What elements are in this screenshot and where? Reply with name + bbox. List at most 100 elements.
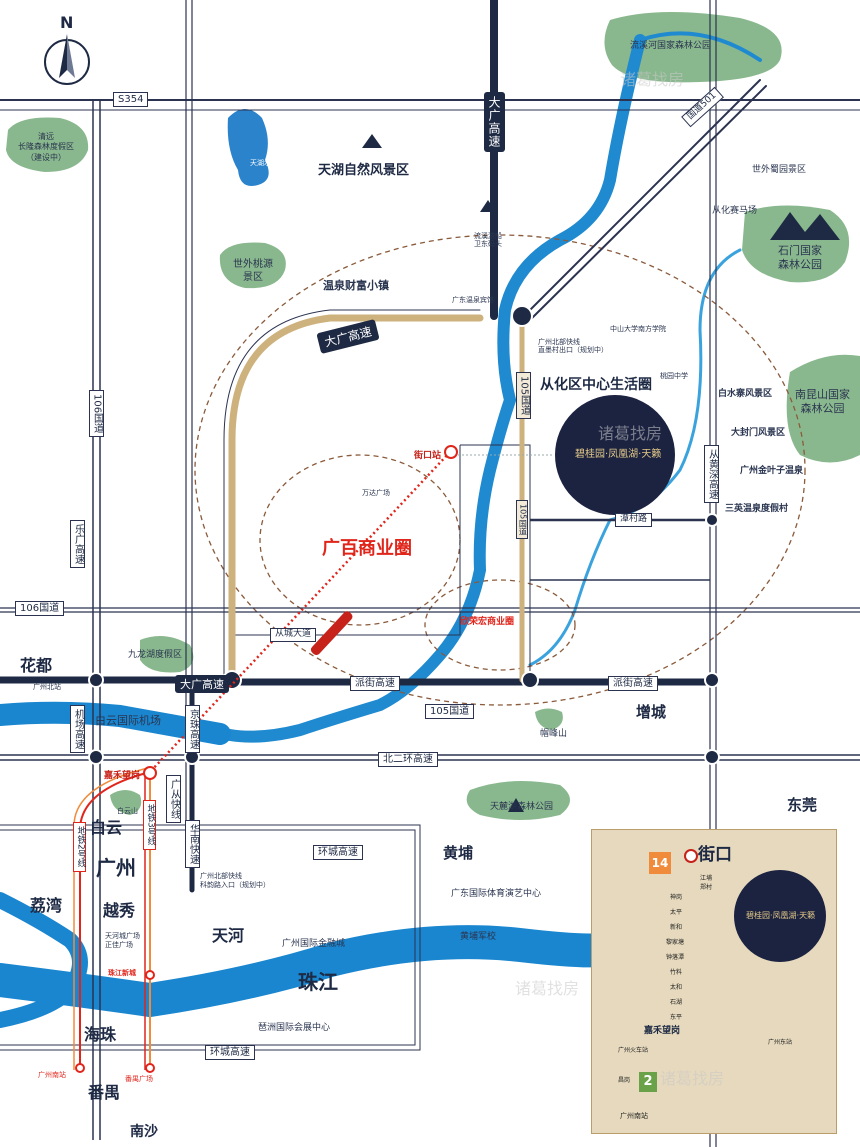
expressways — [0, 0, 767, 893]
poi-vineyard: 世外蜀园景区 — [752, 165, 807, 175]
poi-jinyezi: 广州金叶子温泉 — [740, 466, 804, 476]
inset-station: 太平 — [670, 909, 683, 916]
region-tianhe: 天河 — [212, 926, 245, 945]
region-panyu: 番禺 — [88, 1083, 121, 1102]
inset-station: 石湖 — [670, 999, 683, 1006]
project-circle — [555, 395, 675, 515]
project-name: 碧桂园·凤凰湖·天籁 — [575, 449, 662, 460]
station-panyu — [145, 1063, 155, 1073]
poi-baishuizhai: 白水寨风景区 — [718, 389, 773, 399]
region-guangzhou: 广州 — [96, 856, 136, 880]
poi-tianhe-city: 天河城广场 正佳广场 — [105, 932, 140, 950]
inset-station: 太和 — [670, 984, 683, 991]
inset-gz-east: 广州东站 — [768, 1039, 793, 1046]
inset-station: 钟落潭 — [666, 954, 685, 961]
junction-se — [521, 671, 539, 689]
road-tancun: 潭村路 — [615, 513, 653, 527]
poi-kelu: 广州北部快线 科韵路入口（规划中） — [200, 872, 270, 890]
poi-beibu-exit: 广州北部快线 直墨村出口（规划中） — [538, 338, 608, 355]
inset-line2-badge: 2 — [639, 1072, 657, 1092]
mountain-icons — [362, 134, 840, 812]
road-g106-horizontal: 106国道 — [15, 601, 65, 616]
poi-guangdong-hotel: 广东温泉宾馆 — [452, 296, 494, 304]
junction-be — [704, 749, 720, 765]
poi-dafengmen: 大封门风景区 — [731, 428, 786, 438]
inset-station: 东平 — [670, 1014, 683, 1021]
region-xinrong: 欣荣宏商业圈 — [460, 617, 515, 627]
daguang-gold — [228, 314, 484, 684]
region-haizhu: 海珠 — [84, 1025, 117, 1044]
poi-wenquan-town: 温泉财富小镇 — [323, 279, 389, 292]
region-zengcheng: 增城 — [636, 703, 667, 721]
poi-wanda: 万达广场 — [362, 489, 390, 497]
region-conghua-center: 从化区中心生活圈 — [540, 377, 652, 393]
park-nankun — [786, 354, 860, 463]
region-dongguan: 东莞 — [787, 796, 818, 814]
park-maofeng — [535, 708, 563, 730]
daguang-diag2 — [527, 85, 767, 323]
park-jiulong-label: 九龙湖度假区 — [128, 650, 183, 660]
inset-station: 新和 — [670, 924, 683, 931]
mountain-icon — [508, 798, 524, 812]
mountain-icon — [770, 212, 840, 240]
line14-dotted — [149, 451, 451, 773]
road-legao: 乐广高速 — [70, 520, 85, 568]
region-baiyun: 白云 — [90, 818, 123, 837]
road-daguang-horizontal: 大广高速 — [175, 675, 229, 693]
junction-e — [704, 672, 720, 688]
daguang-gold-edge — [223, 309, 481, 681]
poi-taoyuan: 桃园中学 — [660, 372, 688, 380]
road-jinggang: 京珠高速 — [185, 705, 200, 753]
metro-jiekou: 街口站 — [414, 451, 442, 461]
park-tianlu-label: 天麓湖森林公园 — [490, 802, 554, 812]
mountain-icon — [362, 134, 382, 148]
road-g106-vertical: 106国道 — [89, 390, 104, 438]
park-liuxihe-label: 流溪河国家森林公园 — [630, 41, 712, 51]
xinrong-circle — [424, 579, 576, 671]
road-huancheng: 环城高速 — [313, 845, 363, 860]
train-marker — [310, 611, 353, 656]
park-jiulong — [140, 636, 194, 673]
inset-station: 神岗 — [670, 894, 683, 901]
road-g105-vertical: 105国道 — [516, 372, 531, 420]
junction-dg — [511, 305, 533, 327]
mountain-icon — [480, 200, 496, 212]
road-huancheng-2: 环城高速 — [205, 1045, 255, 1060]
park-areas — [6, 11, 860, 820]
poi-sanying: 三英温泉度假村 — [725, 504, 789, 514]
watermark: 诸葛找房 — [515, 979, 580, 998]
metro-line3-label: 地铁3号线 — [143, 800, 157, 850]
park-nankun-label: 南昆山国家 森林公园 — [795, 388, 850, 416]
park-liuxihe — [604, 11, 782, 83]
region-nansha: 南沙 — [130, 1124, 158, 1140]
park-baiyun — [110, 790, 142, 815]
tianhu-reservoir — [227, 109, 269, 186]
station-zhujiang — [145, 970, 155, 980]
park-tianlu — [466, 781, 570, 820]
park-qingyuan-label: 清远 长隆森林度假区 （建设中） — [18, 132, 74, 162]
watermark: 诸葛找房 — [620, 70, 685, 89]
liuxi-river — [224, 34, 646, 743]
park-shimen-label: 石门国家 森林公园 — [778, 244, 822, 272]
region-tianhu: 天湖自然风景区 — [318, 163, 410, 178]
compass-north-label: N — [60, 13, 74, 32]
region-huadu: 花都 — [20, 656, 53, 675]
watermark: 诸葛找房 — [598, 424, 663, 443]
poi-zhujiang-newtown: 珠江新城 — [108, 969, 136, 977]
poi-horse: 从化赛马场 — [712, 206, 758, 216]
pearl-river — [0, 925, 617, 1018]
inset-gz-rail: 广州火车站 — [618, 1047, 649, 1054]
station-gzsouth — [75, 1063, 85, 1073]
region-zhujiang: 珠江 — [298, 970, 338, 994]
inset-changgang: 昌岗 — [618, 1077, 631, 1084]
inset-terminus: 街口 — [698, 845, 732, 865]
metro-line2-label: 地铁2号线 — [73, 822, 87, 872]
liuxi-branch — [638, 31, 762, 62]
poi-sports: 广东国际体育演艺中心 — [451, 889, 542, 899]
road-paijie-east: 派街高速 — [608, 676, 658, 691]
road-guangcong: 广从快线 — [166, 775, 181, 823]
region-huangpu: 黄埔 — [443, 844, 474, 862]
compass-icon — [44, 34, 90, 85]
station-jiahe — [143, 766, 157, 780]
